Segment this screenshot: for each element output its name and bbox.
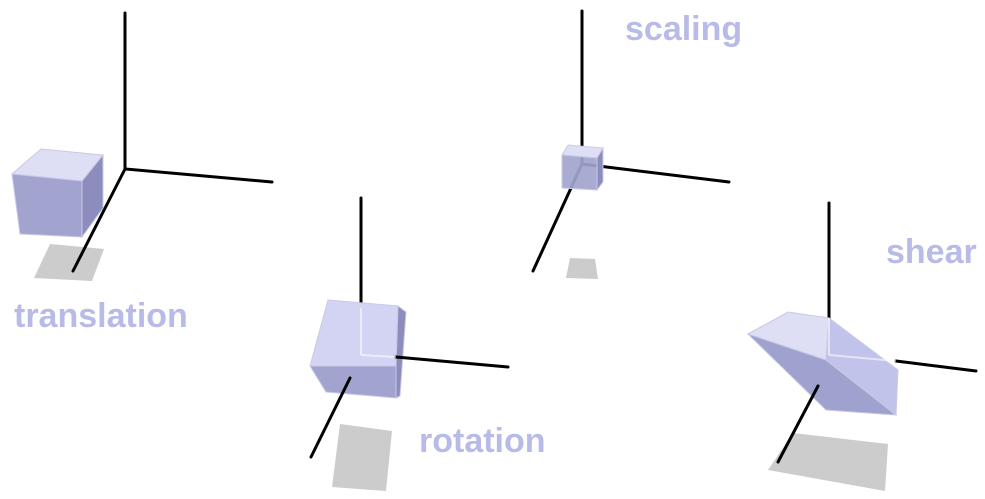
- translation-cube: [10, 148, 104, 239]
- translation-cube-front: [11, 173, 83, 238]
- translation-shadow: [34, 244, 104, 281]
- translation-label: translation: [14, 297, 188, 335]
- rotation-example: rotation: [309, 196, 546, 491]
- shear-axes-inside: [828, 318, 897, 362]
- shear-cube-side: [825, 317, 899, 416]
- shear-z-axis: [776, 384, 820, 464]
- scaling-x-axis: [580, 162, 731, 184]
- rotation-shadow: [332, 424, 392, 491]
- translation-z-axis: [71, 167, 127, 273]
- rotation-axes-inside: [360, 308, 397, 358]
- translation-axes: [71, 11, 274, 273]
- shear-cube: [746, 311, 899, 416]
- scaling-cube-front: [561, 154, 598, 191]
- scaling-axes-back: [531, 9, 731, 273]
- rotation-x-axis-inside: [360, 354, 397, 358]
- shear-x-axis: [894, 359, 978, 373]
- rotation-cube-front: [309, 365, 397, 399]
- shear-x-axis-inside: [828, 354, 897, 362]
- rotation-cube-side: [395, 305, 407, 399]
- shear-axes-front: [776, 359, 978, 464]
- rotation-label: rotation: [419, 422, 546, 460]
- translation-x-axis: [123, 167, 274, 184]
- rotation-z-axis: [309, 376, 352, 459]
- scaling-cube-side: [596, 146, 604, 192]
- translation-cube-side: [81, 153, 104, 239]
- scaling-shadow: [566, 258, 598, 279]
- shear-shadow: [768, 433, 888, 491]
- rotation-x-axis: [394, 355, 510, 369]
- rotation-axes-front: [309, 355, 510, 459]
- shear-example: shear: [746, 201, 978, 491]
- scaling-cube: [561, 144, 604, 192]
- scaling-label: scaling: [625, 10, 742, 48]
- rotation-cube: [309, 299, 407, 399]
- translation-example: translation: [10, 11, 274, 335]
- shear-label: shear: [886, 233, 977, 271]
- scaling-example: scaling: [531, 9, 742, 279]
